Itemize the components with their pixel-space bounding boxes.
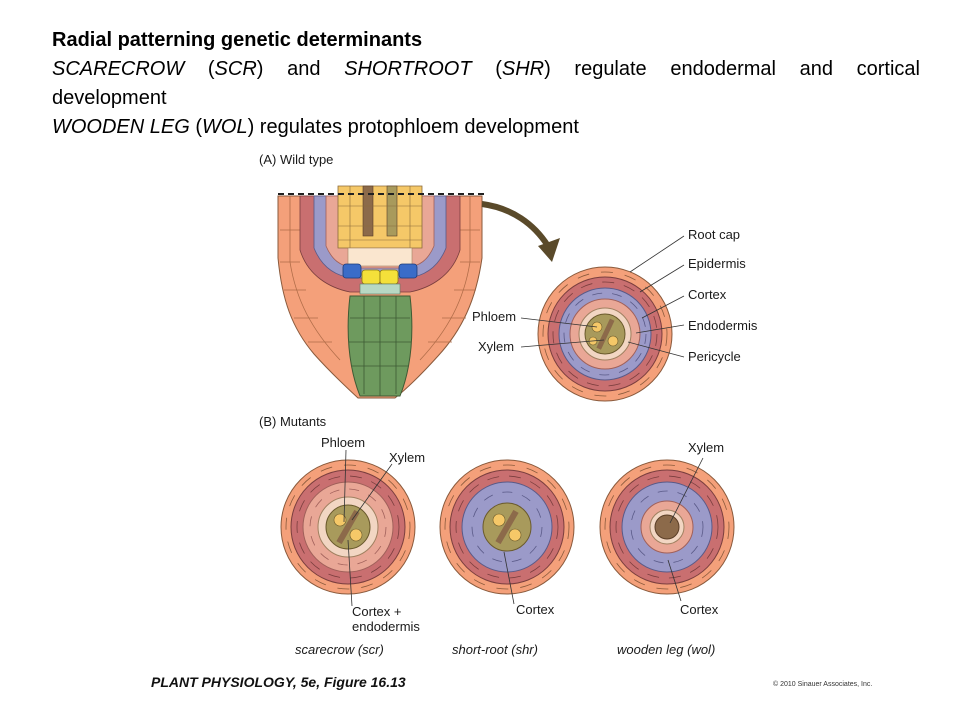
label-cortex-endodermis-2: endodermis	[352, 619, 420, 634]
label-xylem-wol: Xylem	[688, 440, 724, 455]
panel-a-label: (A) Wild type	[259, 152, 333, 167]
xylem-axis	[336, 509, 360, 545]
label-xylem-scr: Xylem	[389, 450, 425, 465]
quiescent-center-cell	[379, 269, 399, 285]
shr-cross-section	[439, 459, 575, 595]
columella-initials	[359, 283, 401, 295]
figure-credit: PLANT PHYSIOLOGY, 5e, Figure 16.13	[151, 674, 406, 690]
initial-cell-blue	[342, 263, 362, 279]
phloem-cell	[349, 528, 363, 542]
label-cortex-shr: Cortex	[516, 602, 555, 617]
gene-scarecrow: SCARECROW	[52, 58, 185, 80]
label-cortex-endodermis-1: Cortex +	[352, 604, 402, 619]
label-endodermis: Endodermis	[688, 318, 758, 333]
ring-cell-walls	[444, 464, 570, 590]
longitudinal-root-tip	[277, 185, 560, 399]
columella-cells	[349, 296, 411, 396]
text-fragment: (	[184, 58, 215, 80]
xylem-file	[386, 185, 398, 237]
label-cortex: Cortex	[688, 287, 727, 302]
slide-line-3: development	[52, 87, 167, 109]
text-fragment: ) regulates protophloem development	[247, 116, 579, 138]
scr-cross-section	[280, 459, 416, 595]
phloem-cell	[607, 335, 619, 347]
panel-b-label: (B) Mutants	[259, 414, 327, 429]
text-fragment: (	[471, 58, 502, 80]
gene-shortroot: SHORTROOT	[344, 58, 472, 80]
phloem-cell	[333, 513, 347, 527]
label-root-cap: Root cap	[688, 227, 740, 242]
xylem-core	[654, 514, 680, 540]
gene-scr: SCR	[214, 58, 257, 80]
ring-cell-walls	[604, 464, 730, 590]
ring-cell-walls	[285, 464, 411, 590]
caption-wooden-leg: wooden leg (wol)	[617, 642, 715, 657]
slide-title: Radial patterning genetic determinants	[52, 29, 423, 51]
text-fragment: ) regulate endodermal and cortical	[544, 58, 920, 80]
arrow-shaft	[481, 201, 551, 248]
caption-scarecrow: scarecrow (scr)	[295, 642, 384, 657]
caption-short-root: short-root (shr)	[452, 642, 538, 657]
stele-longitudinal	[337, 185, 423, 249]
copyright-notice: © 2010 Sinauer Associates, Inc.	[773, 681, 873, 688]
label-cortex-wol: Cortex	[680, 602, 719, 617]
phloem-cell	[492, 513, 506, 527]
label-xylem: Xylem	[478, 339, 514, 354]
gene-wooden-leg: WOODEN LEG	[52, 116, 190, 138]
shr-leaders	[503, 551, 515, 605]
initials-zone	[347, 247, 413, 267]
arrow-head	[538, 238, 560, 262]
xylem-file	[362, 185, 374, 237]
initial-cell-blue	[398, 263, 418, 279]
label-pericycle: Pericycle	[688, 349, 741, 364]
wild-type-cross-section	[537, 266, 673, 402]
label-phloem: Phloem	[472, 309, 516, 324]
root-cap-cells	[280, 196, 480, 361]
stele-cell-walls	[338, 186, 422, 248]
text-fragment: ) and	[256, 58, 345, 80]
gene-wol: WOL	[202, 116, 248, 138]
slide-line-2: SCARECROW (SCR) and SHORTROOT (SHR) regu…	[52, 55, 920, 84]
scr-leaders	[343, 449, 393, 607]
phloem-cell	[508, 528, 522, 542]
wild-type-leaders	[520, 235, 685, 358]
wol-cross-section	[599, 459, 735, 595]
text-fragment: (	[189, 116, 203, 138]
slide-line-4: WOODEN LEG (WOL) regulates protophloem d…	[52, 113, 920, 142]
xylem-axis	[495, 509, 519, 545]
xylem-axis	[596, 318, 615, 350]
wol-leaders	[667, 457, 704, 602]
label-phloem-scr: Phloem	[321, 435, 365, 450]
ring-cell-walls	[542, 271, 668, 397]
quiescent-center-cell	[361, 269, 381, 285]
gene-shr: SHR	[501, 58, 545, 80]
slide-text: Radial patterning genetic determinants S…	[52, 26, 920, 142]
label-epidermis: Epidermis	[688, 256, 746, 271]
